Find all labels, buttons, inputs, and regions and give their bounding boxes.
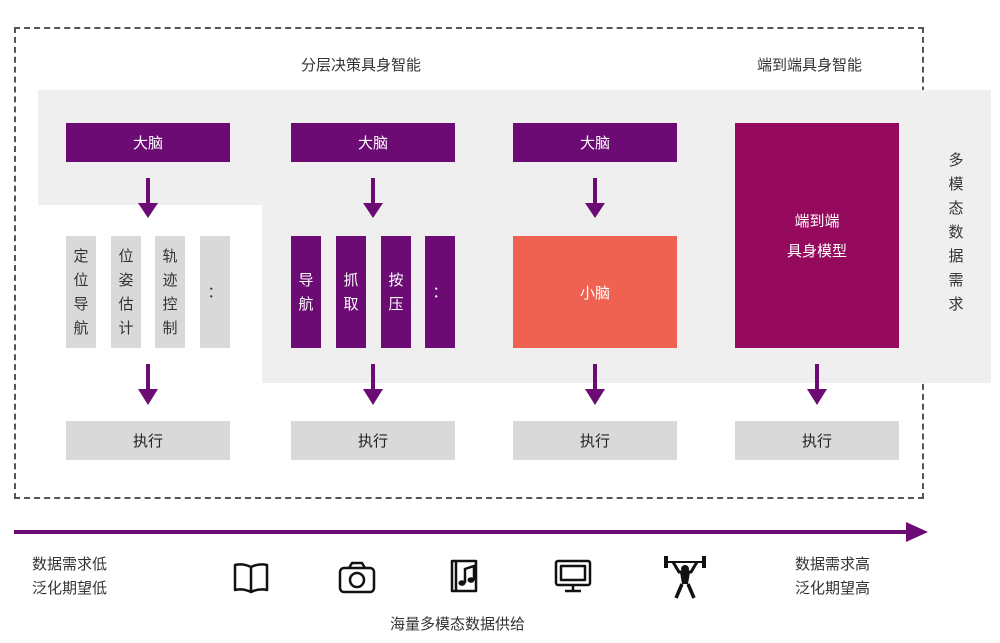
model-line1: 端到端 [794,211,840,230]
module-char: 迹 [162,271,178,289]
weightlifter-icon [664,556,706,599]
module-char: 计 [118,319,134,337]
module-text: 位姿估计 [118,244,133,340]
module-text: 抓取 [343,268,358,316]
side-label-char: 态 [948,199,964,217]
arrow-down-icon [138,178,158,218]
arrow-down-icon [807,364,827,405]
arrow-down-icon [138,364,158,405]
module-text: ： [432,280,447,304]
book-icon [233,563,269,594]
module-localization-navigation: 定位导航 [66,236,96,348]
high-demand-label: 数据需求高 泛化期望高 [795,552,870,600]
music-note-icon [450,559,478,593]
brain-box-col1: 大脑 [66,123,230,162]
module-char: 姿 [118,271,134,289]
module-pose-estimation: 位姿估计 [111,236,141,348]
model-line2: 具身模型 [786,241,847,260]
module-char: 定 [73,247,89,265]
title-end-to-end: 端到端具身智能 [757,56,863,74]
bottom-caption: 海量多模态数据供给 [390,615,526,633]
cerebellum-box: 小脑 [513,236,677,348]
module-char: 导 [298,271,314,289]
module-ellipsis-2: ： [425,236,455,348]
monitor-icon [554,559,592,593]
module-char: 位 [73,271,89,289]
module-text: 定位导航 [73,244,88,340]
module-char: 按 [388,271,404,289]
low-demand-line2: 泛化期望低 [32,579,108,597]
side-label-char: 模 [948,175,964,193]
arrow-down-icon [363,364,383,405]
high-demand-line2: 泛化期望高 [795,579,871,597]
side-label-char: 数 [948,223,964,241]
brain-box-col2: 大脑 [291,123,455,162]
arrow-down-icon [585,364,605,405]
module-text: ： [207,280,222,304]
module-char: 制 [162,319,178,337]
side-label-char: 多 [948,151,964,169]
module-char: ： [207,283,223,301]
high-demand-line1: 数据需求高 [795,555,871,573]
side-label-char: 据 [948,247,964,265]
module-char: 轨 [162,247,178,265]
module-char: 抓 [343,271,359,289]
module-text: 按压 [388,268,403,316]
side-label-char: 需 [948,271,964,289]
module-press: 按压 [381,236,411,348]
module-char: 航 [73,319,89,337]
exec-box-col2: 执行 [291,421,455,460]
exec-box-col4: 执行 [735,421,899,460]
side-label-char: 求 [948,295,964,313]
exec-box-col3: 执行 [513,421,677,460]
module-char: 控 [162,295,178,313]
exec-box-col1: 执行 [66,421,230,460]
end-to-end-model-box: 端到端 具身模型 [735,123,899,348]
arrow-down-icon [585,178,605,218]
module-navigation: 导航 [291,236,321,348]
title-hierarchical: 分层决策具身智能 [301,56,422,74]
module-ellipsis: ： [200,236,230,348]
module-char: 航 [298,295,314,313]
module-char: 位 [118,247,134,265]
module-char: 取 [343,295,359,313]
module-char: ： [432,283,448,301]
side-label-multimodal-demand: 多 模 态 数 据 需 求 [945,148,967,316]
low-demand-line1: 数据需求低 [32,555,108,573]
module-char: 压 [388,295,404,313]
arrow-right-icon [14,522,928,542]
module-text: 轨迹控制 [162,244,177,340]
module-char: 导 [73,295,89,313]
arrow-down-icon [363,178,383,218]
module-char: 估 [118,295,134,313]
module-trajectory-control: 轨迹控制 [155,236,185,348]
module-text: 导航 [298,268,313,316]
low-demand-label: 数据需求低 泛化期望低 [32,552,107,600]
brain-box-col3: 大脑 [513,123,677,162]
module-grasp: 抓取 [336,236,366,348]
camera-icon [338,561,376,594]
